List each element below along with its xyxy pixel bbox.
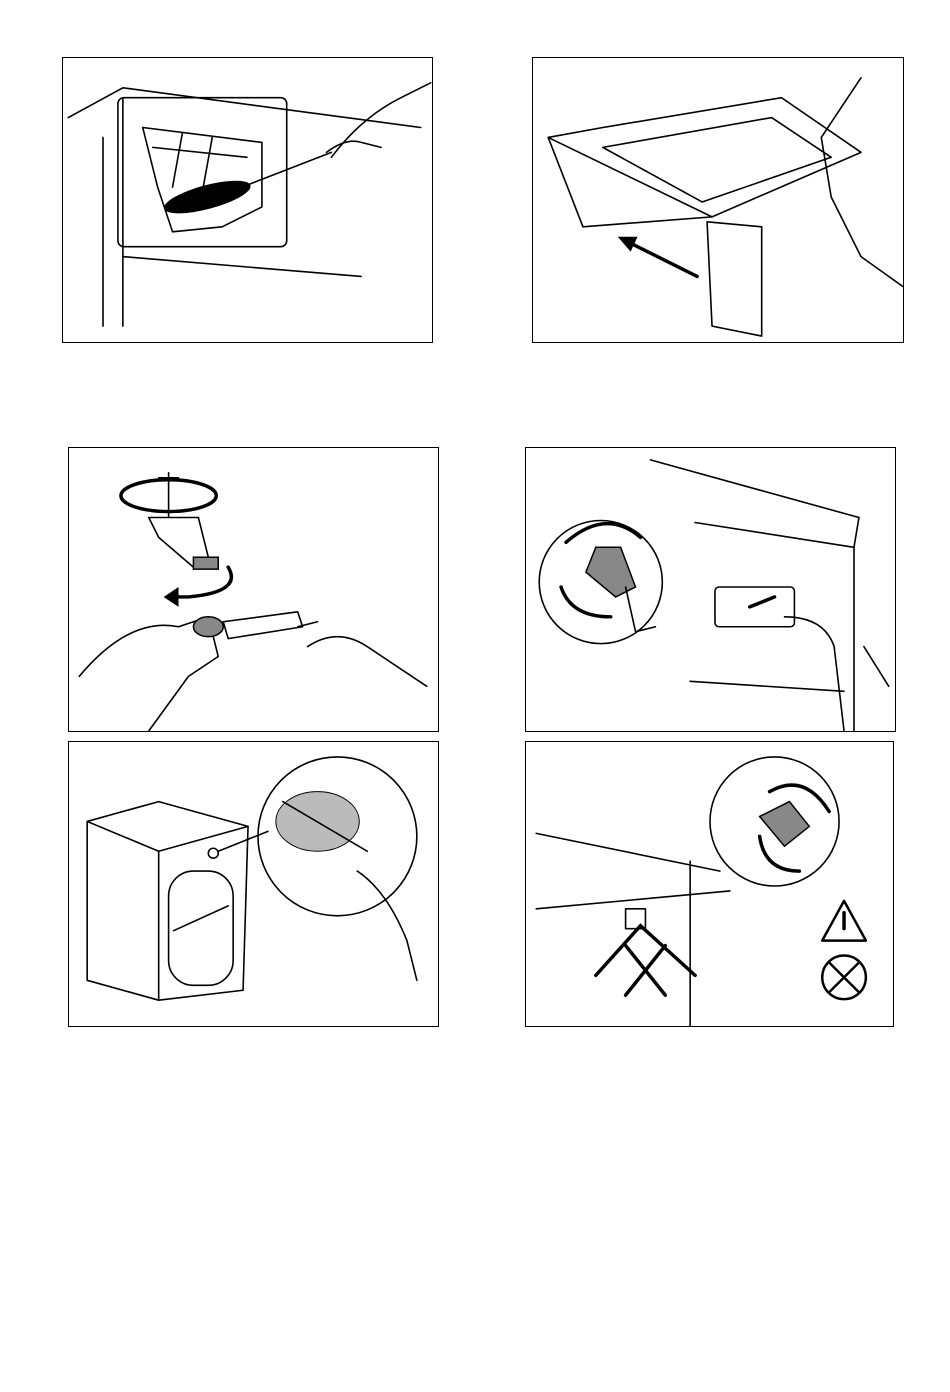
figure-unscrew-machine-inlet (525, 447, 896, 732)
figure-remove-drawer (532, 57, 904, 343)
warning-icon (820, 899, 868, 942)
rotate-arrow-icon (163, 565, 234, 607)
brush-icon (164, 151, 333, 214)
no-water-icon (820, 954, 868, 1001)
figure-clean-dispenser-recess (62, 57, 433, 343)
rotate-arrow-icon (559, 521, 643, 619)
arrow-left-icon (617, 236, 699, 279)
figure-clean-tap-filter (68, 447, 439, 732)
rotate-arrow-icon (757, 783, 831, 873)
figure-reattach-hose (525, 741, 894, 1027)
brush-icon (275, 791, 368, 853)
figure-clean-inlet-filter (68, 741, 439, 1027)
